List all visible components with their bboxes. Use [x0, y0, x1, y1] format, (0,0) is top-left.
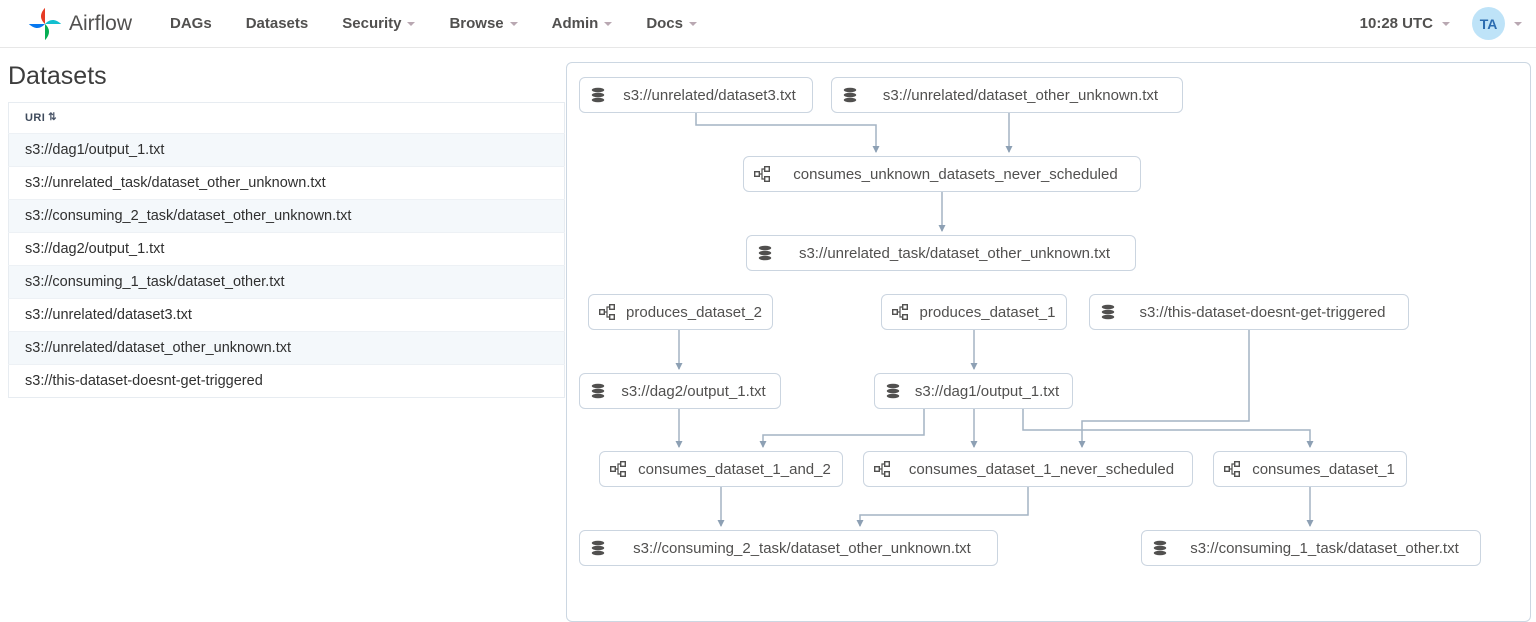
chevron-down-icon[interactable] [1514, 21, 1522, 26]
nav-item-admin[interactable]: Admin [552, 15, 613, 32]
dataset-uri-cell[interactable]: s3://consuming_2_task/dataset_other_unkn… [8, 199, 565, 233]
node-ds-consuming-1-task-dataset-other[interactable]: s3://consuming_1_task/dataset_other.txt [1141, 530, 1481, 566]
dataset-uri-cell[interactable]: s3://dag2/output_1.txt [8, 232, 565, 266]
sort-arrows-icon[interactable]: ⇅ [48, 112, 57, 123]
table-row[interactable]: s3://unrelated_task/dataset_other_unknow… [8, 166, 565, 200]
chevron-down-icon[interactable] [1442, 21, 1450, 26]
node-label: consumes_dataset_1_never_scheduled [908, 460, 1175, 478]
node-ds-dag2-output-1[interactable]: s3://dag2/output_1.txt [579, 373, 781, 409]
dag-icon [599, 304, 615, 320]
node-ds-unrelated-task-dataset-other-unknown[interactable]: s3://unrelated_task/dataset_other_unknow… [746, 235, 1136, 271]
node-ds-this-dataset-doesnt-get-triggered[interactable]: s3://this-dataset-doesnt-get-triggered [1089, 294, 1409, 330]
node-dag-consumes-dataset-1-never-scheduled[interactable]: consumes_dataset_1_never_scheduled [863, 451, 1193, 487]
node-dag-consumes-unknown-datasets-never-scheduled[interactable]: consumes_unknown_datasets_never_schedule… [743, 156, 1141, 192]
node-dag-produces-dataset-2[interactable]: produces_dataset_2 [588, 294, 773, 330]
table-header-row: URI⇅ [9, 103, 565, 134]
dag-icon [1224, 461, 1240, 477]
airflow-pinwheel-logo-icon [28, 7, 62, 40]
node-label: s3://consuming_1_task/dataset_other.txt [1190, 539, 1459, 557]
database-icon [757, 245, 773, 261]
graph-edge [856, 487, 1029, 527]
table-row[interactable]: s3://consuming_2_task/dataset_other_unkn… [8, 199, 565, 233]
table-row[interactable]: s3://unrelated/dataset_other_unknown.txt [8, 331, 565, 365]
table-row[interactable]: s3://dag2/output_1.txt [8, 232, 565, 266]
page-title: Datasets [8, 62, 107, 90]
nav-item-browse[interactable]: Browse [449, 15, 518, 32]
graph-edge [759, 409, 925, 448]
node-label: s3://unrelated_task/dataset_other_unknow… [798, 244, 1111, 262]
dag-icon [610, 461, 626, 477]
node-ds-consuming-2-task-dataset-other-unknown[interactable]: s3://consuming_2_task/dataset_other_unkn… [579, 530, 998, 566]
nav-item-dags[interactable]: DAGs [170, 15, 212, 32]
graph-edge [1078, 330, 1250, 448]
node-label: produces_dataset_1 [919, 303, 1056, 321]
dataset-uri-cell[interactable]: s3://unrelated_task/dataset_other_unknow… [8, 166, 565, 200]
node-label: s3://dag2/output_1.txt [621, 382, 766, 400]
chevron-down-icon [604, 22, 613, 27]
clock-label[interactable]: 10:28 UTC [1359, 15, 1433, 32]
table-row[interactable]: s3://unrelated/dataset3.txt [8, 298, 565, 332]
node-dag-produces-dataset-1[interactable]: produces_dataset_1 [881, 294, 1067, 330]
dag-icon [754, 166, 770, 182]
node-label: consumes_dataset_1 [1252, 460, 1395, 478]
dag-icon [892, 304, 908, 320]
datasets-graph-panel: s3://unrelated/dataset3.txt s3://unrelate… [566, 62, 1531, 622]
dataset-uri-cell[interactable]: s3://unrelated/dataset_other_unknown.txt [8, 331, 565, 365]
table-row[interactable]: s3://this-dataset-doesnt-get-triggered [8, 364, 565, 398]
table-row[interactable]: s3://consuming_1_task/dataset_other.txt [8, 265, 565, 299]
graph-edges [675, 113, 1314, 527]
node-ds-unrelated-dataset3[interactable]: s3://unrelated/dataset3.txt [579, 77, 813, 113]
database-icon [842, 87, 858, 103]
node-label: s3://this-dataset-doesnt-get-triggered [1139, 303, 1386, 321]
brand-wordmark: Airflow [69, 11, 133, 35]
dataset-uri-cell[interactable]: s3://dag1/output_1.txt [8, 133, 565, 167]
dataset-uri-cell[interactable]: s3://this-dataset-doesnt-get-triggered [8, 364, 565, 398]
node-label: produces_dataset_2 [626, 303, 762, 321]
database-icon [590, 540, 606, 556]
avatar[interactable]: TA [1472, 7, 1505, 40]
chevron-down-icon [689, 22, 697, 27]
database-icon [1152, 540, 1168, 556]
graph-edge [695, 113, 880, 153]
table-row[interactable]: s3://dag1/output_1.txt [8, 133, 565, 167]
database-icon [1100, 304, 1116, 320]
chevron-down-icon [407, 22, 416, 27]
node-dag-consumes-dataset-1-and-2[interactable]: consumes_dataset_1_and_2 [599, 451, 843, 487]
chevron-down-icon [509, 22, 518, 27]
database-icon [885, 383, 901, 399]
graph-edge [1022, 409, 1314, 448]
database-icon [590, 383, 606, 399]
node-ds-unrelated-dataset-other-unknown[interactable]: s3://unrelated/dataset_other_unknown.txt [831, 77, 1183, 113]
node-label: s3://unrelated/dataset3.txt [623, 86, 796, 104]
node-label: s3://unrelated/dataset_other_unknown.txt [882, 86, 1159, 104]
nav-items: DAGs Datasets Security Browse Admin Docs [170, 15, 697, 32]
node-ds-dag1-output-1[interactable]: s3://dag1/output_1.txt [874, 373, 1073, 409]
dataset-uri-cell[interactable]: s3://consuming_1_task/dataset_other.txt [8, 265, 565, 299]
navbar-right: 10:28 UTC TA [1360, 7, 1522, 40]
dag-icon [874, 461, 890, 477]
node-dag-consumes-dataset-1[interactable]: consumes_dataset_1 [1213, 451, 1407, 487]
node-label: s3://consuming_2_task/dataset_other_unkn… [633, 539, 971, 557]
node-label: consumes_unknown_datasets_never_schedule… [793, 165, 1118, 183]
uri-column-header[interactable]: URI⇅ [25, 112, 57, 124]
database-icon [590, 87, 606, 103]
nav-item-docs[interactable]: Docs [646, 15, 697, 32]
nav-item-datasets[interactable]: Datasets [245, 15, 309, 32]
nav-item-security[interactable]: Security [342, 15, 416, 32]
node-label: s3://dag1/output_1.txt [914, 382, 1060, 400]
dataset-uri-cell[interactable]: s3://unrelated/dataset3.txt [8, 298, 565, 332]
node-label: consumes_dataset_1_and_2 [638, 460, 831, 478]
